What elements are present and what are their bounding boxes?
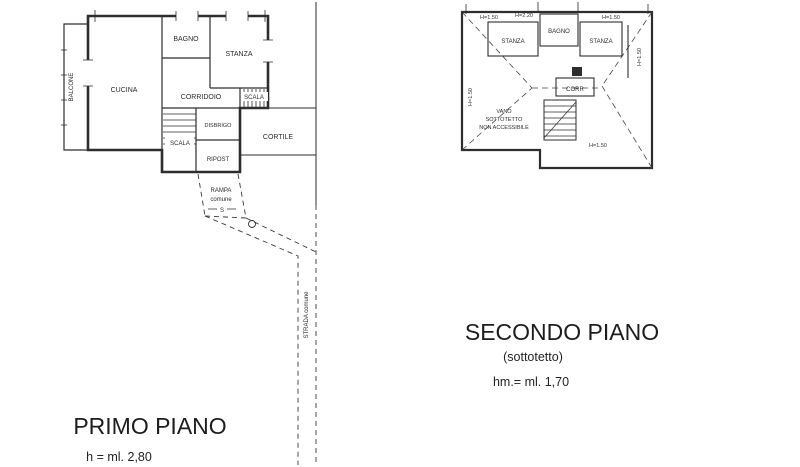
- rampa-label-line2: comune: [210, 197, 232, 203]
- primo-piano-title: PRIMO PIANO: [73, 413, 226, 439]
- circle-marker: [248, 220, 256, 228]
- primo-dimension-ticks: [94, 10, 266, 22]
- secondo-exterior-walls: [460, 10, 654, 170]
- slope-s-mark: S: [220, 208, 224, 214]
- vano-label-line2: SOTTOTETTO: [486, 117, 523, 123]
- captions: SECONDO PIANO (sottotetto) hm.= ml. 1,70…: [73, 319, 659, 464]
- height-annotation-top-right: H=1.50: [602, 15, 620, 21]
- primo-slope-marks: [208, 208, 256, 228]
- scala-upper-label: SCALA: [244, 95, 264, 101]
- height-annotation-bottom: H=1.50: [589, 143, 607, 149]
- height-annotation-right: H=1.50: [637, 48, 643, 66]
- primo-stairs-lower: [163, 113, 196, 145]
- secondo-bagno-label: BAGNO: [548, 29, 570, 35]
- secondo-piano-title: SECONDO PIANO: [465, 319, 659, 345]
- secondo-piano-subtitle: (sottotetto): [503, 350, 563, 364]
- vano-label-line3: NON ACCESSIBILE: [479, 125, 529, 131]
- disbrigo-label: DISBRIGO: [205, 123, 233, 129]
- primo-piano-plan: BALCONE CUCINA BAGNO STANZA CORRIDOIO SC…: [61, 2, 317, 465]
- secondo-piano-height: hm.= ml. 1,70: [493, 375, 569, 389]
- secondo-chimney-block: [572, 67, 582, 76]
- corridoio-label: CORRIDOIO: [181, 94, 222, 101]
- primo-window-ticks: [83, 11, 273, 87]
- height-annotation-top-left: H=1.50: [480, 15, 498, 21]
- secondo-stanza-right-label: STANZA: [589, 39, 612, 45]
- secondo-piano-plan: STANZA BAGNO STANZA CORR VANO SOTTOTETTO…: [460, 2, 654, 170]
- primo-label-backs: [165, 92, 268, 147]
- cucina-label: CUCINA: [111, 87, 138, 94]
- strada-comune-label: STRADA comune: [304, 291, 310, 339]
- primo-interior-walls: [161, 16, 268, 172]
- primo-balcone-outline: [61, 23, 88, 151]
- cortile-label: CORTILE: [263, 134, 294, 141]
- secondo-roof-dashed-lines: [461, 11, 653, 169]
- primo-dashed-lines: [197, 173, 317, 465]
- vano-label-line1: VANO: [496, 109, 512, 115]
- secondo-corr-label: CORR: [566, 87, 584, 93]
- secondo-stairs: [543, 99, 577, 141]
- secondo-dimension-ticks: [465, 2, 649, 14]
- height-annotation-top-mid: H=2.20: [515, 13, 533, 19]
- stanza-label: STANZA: [225, 51, 252, 58]
- primo-piano-height: h = ml. 2,80: [86, 450, 152, 464]
- ripost-label: RIPOST: [207, 157, 230, 163]
- primo-cortile-lines: [240, 2, 317, 205]
- secondo-stanza-left-label: STANZA: [501, 39, 524, 45]
- bagno-label: BAGNO: [173, 36, 199, 43]
- secondo-interior-walls: [487, 13, 629, 97]
- scala-lower-label: SCALA: [170, 141, 190, 147]
- height-annotation-left: H=1.50: [468, 88, 474, 106]
- balcone-label: BALCONE: [69, 73, 75, 102]
- primo-window-gaps: [85, 13, 271, 86]
- rampa-label-line1: RAMPA: [211, 188, 232, 194]
